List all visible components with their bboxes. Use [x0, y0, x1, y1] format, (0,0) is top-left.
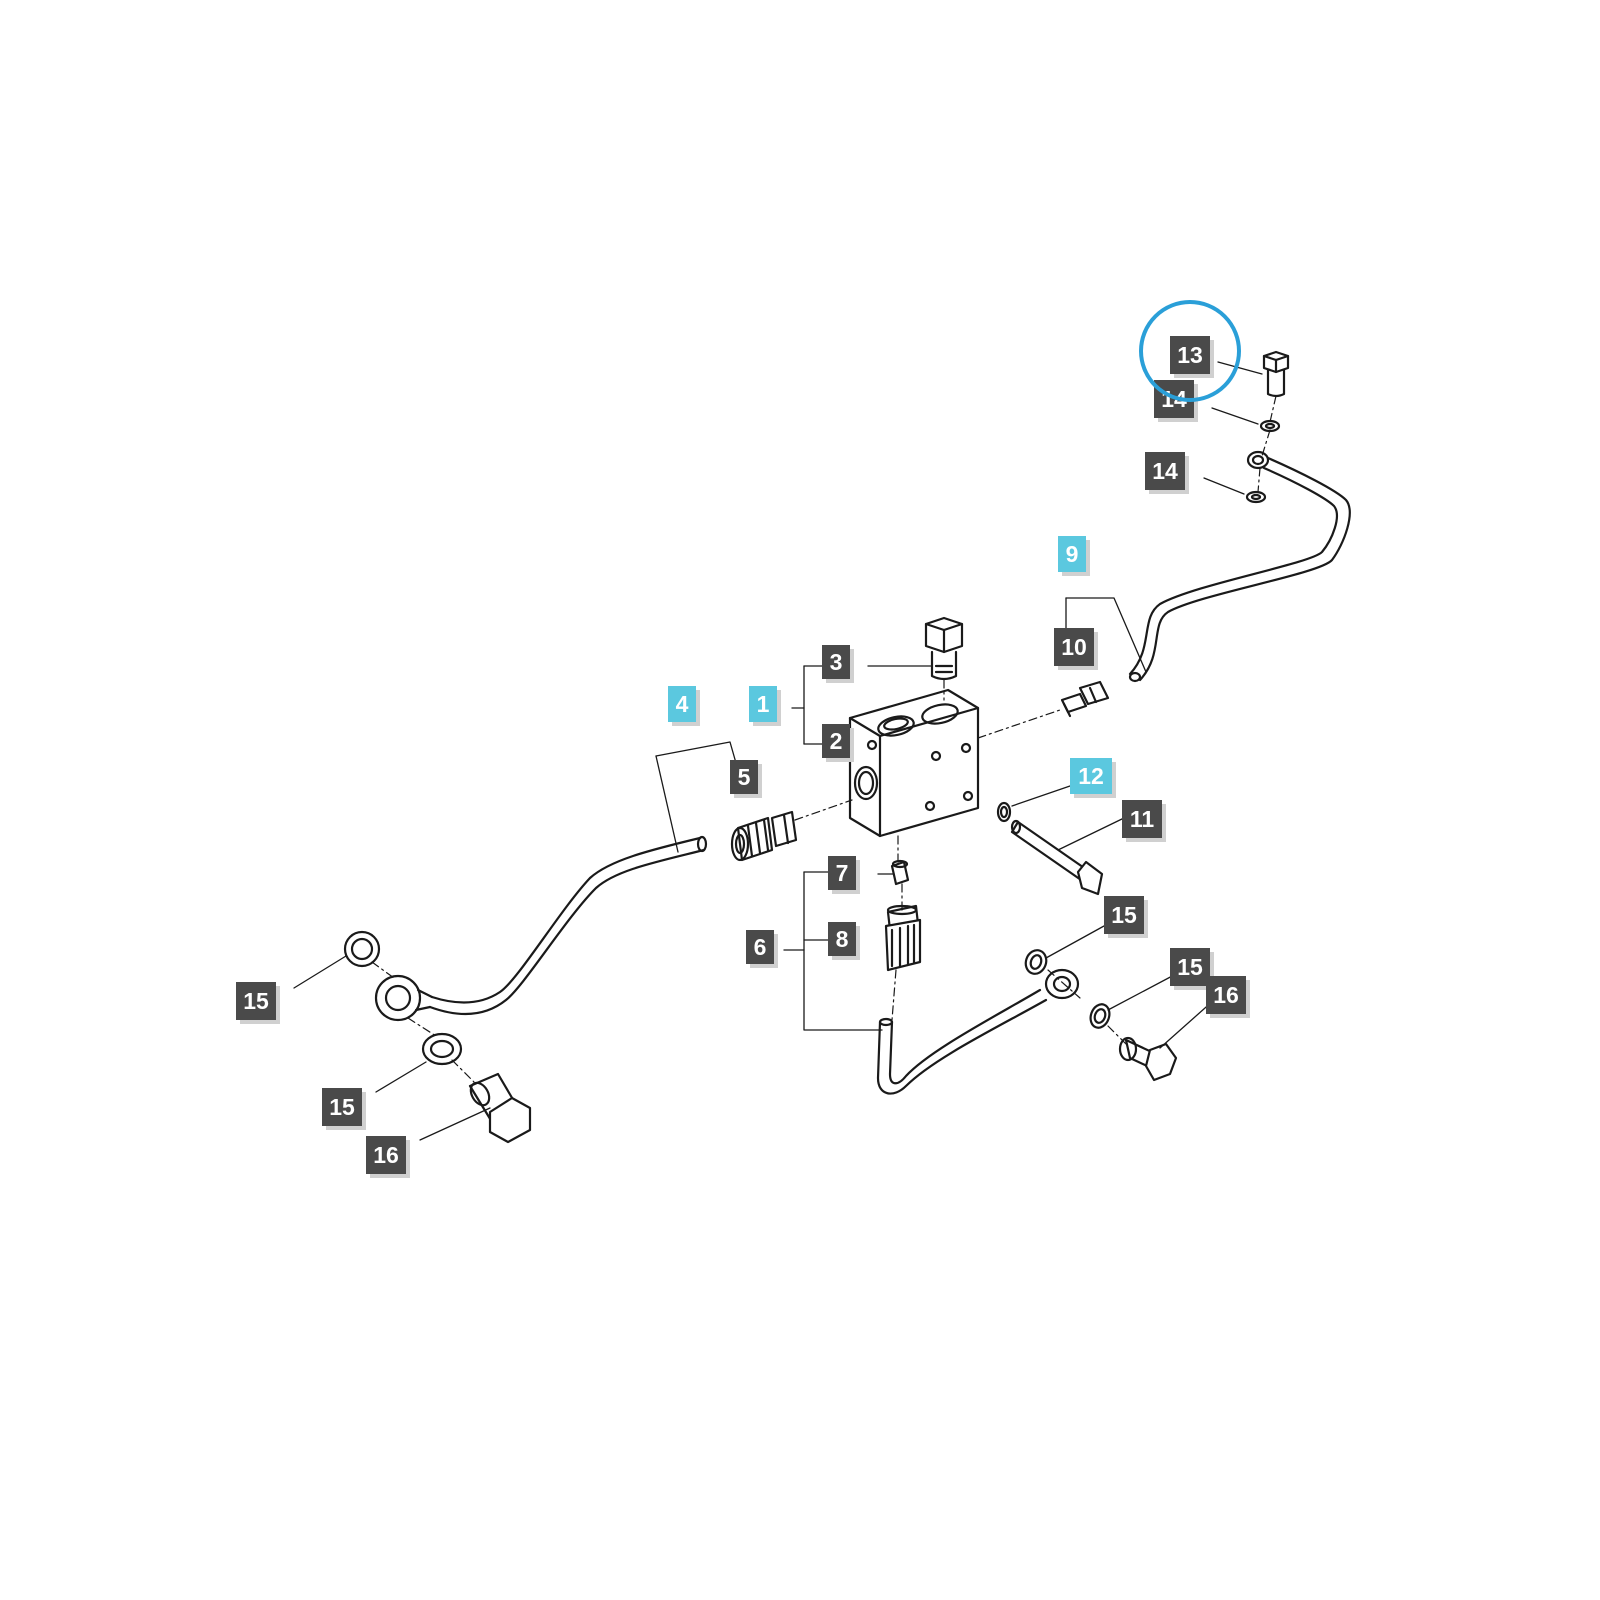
callout-number: 11	[1130, 806, 1155, 832]
callout-4[interactable]: 4	[668, 686, 700, 726]
callout-number: 15	[243, 988, 269, 1014]
callout-number: 6	[754, 934, 767, 960]
callout-13[interactable]: 13	[1170, 336, 1214, 378]
relief-valve-cartridge[interactable]	[924, 616, 964, 681]
callout-box	[1058, 536, 1086, 572]
banjo-bolt-left[interactable]	[467, 1072, 532, 1144]
callout-box	[730, 760, 758, 794]
callout-11[interactable]: 11	[1122, 800, 1166, 842]
callout-number: 12	[1078, 763, 1104, 789]
callout-9[interactable]: 9	[1058, 536, 1090, 576]
callout-number: 9	[1066, 541, 1079, 567]
callout-7[interactable]: 7	[828, 856, 860, 894]
plug-7[interactable]	[890, 859, 910, 886]
callout-15[interactable]: 15	[1104, 896, 1148, 938]
leader-lines	[293, 361, 1263, 1141]
callout-3[interactable]: 3	[822, 645, 854, 683]
fitting-8[interactable]	[884, 904, 922, 972]
callout-box	[322, 1088, 362, 1126]
callout-box	[749, 686, 777, 722]
callout-number: 13	[1177, 342, 1203, 368]
callout-number: 1	[757, 691, 770, 717]
callout-8[interactable]: 8	[828, 922, 860, 960]
callout-box	[822, 645, 850, 679]
pipe-left[interactable]	[374, 835, 708, 1022]
callout-number: 15	[1177, 954, 1203, 980]
callout-box	[1145, 452, 1185, 490]
callout-number: 14	[1152, 458, 1178, 484]
callout-number: 15	[329, 1094, 355, 1120]
parts-drawing	[293, 350, 1351, 1144]
sealing-washers-right[interactable]	[1022, 947, 1112, 1030]
callout-number: 16	[373, 1142, 399, 1168]
callout-number: 10	[1061, 634, 1087, 660]
callout-box	[828, 922, 856, 956]
callout-box	[1070, 758, 1112, 794]
adapter-fitting-right[interactable]	[1060, 680, 1110, 718]
callout-16[interactable]: 16	[1206, 976, 1250, 1018]
callout-number: 4	[676, 691, 689, 717]
callout-1[interactable]: 1	[749, 686, 781, 726]
sealing-washers-left[interactable]	[343, 930, 463, 1066]
callout-box	[1170, 948, 1210, 986]
callout-14[interactable]: 14	[1145, 452, 1189, 494]
long-bolt[interactable]	[1010, 819, 1104, 896]
callout-box	[366, 1136, 406, 1174]
callout-box	[828, 856, 856, 890]
callout-box	[1170, 336, 1210, 374]
callout-number: 5	[738, 764, 751, 790]
callout-5[interactable]: 5	[730, 760, 762, 798]
callout-box	[668, 686, 696, 722]
callout-number: 7	[836, 860, 849, 886]
callout-box	[746, 930, 774, 964]
valve-block[interactable]	[848, 688, 980, 838]
assembly-axes	[371, 395, 1277, 1083]
selection-ring	[1139, 300, 1241, 402]
callout-box	[1054, 628, 1094, 666]
callout-16[interactable]: 16	[366, 1136, 410, 1178]
callout-box	[1122, 800, 1162, 838]
callout-box	[236, 982, 276, 1020]
callout-number: 8	[836, 926, 849, 952]
callout-15[interactable]: 15	[236, 982, 280, 1024]
callout-12[interactable]: 12	[1070, 758, 1116, 798]
callout-box	[822, 724, 850, 758]
callout-15[interactable]: 15	[322, 1088, 366, 1130]
pipe-right[interactable]	[1128, 450, 1351, 683]
pipe-lower[interactable]	[876, 968, 1080, 1095]
callout-number: 16	[1213, 982, 1239, 1008]
banjo-bolt-right[interactable]	[1118, 1036, 1178, 1082]
callout-15[interactable]: 15	[1170, 948, 1214, 990]
callout-10[interactable]: 10	[1054, 628, 1098, 670]
washer-12[interactable]	[996, 801, 1012, 823]
callout-2[interactable]: 2	[822, 724, 854, 762]
banjo-bolt-top[interactable]	[1262, 350, 1290, 398]
callout-box	[1104, 896, 1144, 934]
callout-box	[1206, 976, 1246, 1014]
callout-number: 2	[830, 728, 843, 754]
callout-number: 3	[830, 649, 843, 675]
callout-6[interactable]: 6	[746, 930, 778, 968]
adapter-fitting-left[interactable]	[730, 810, 798, 862]
callout-number: 15	[1111, 902, 1137, 928]
